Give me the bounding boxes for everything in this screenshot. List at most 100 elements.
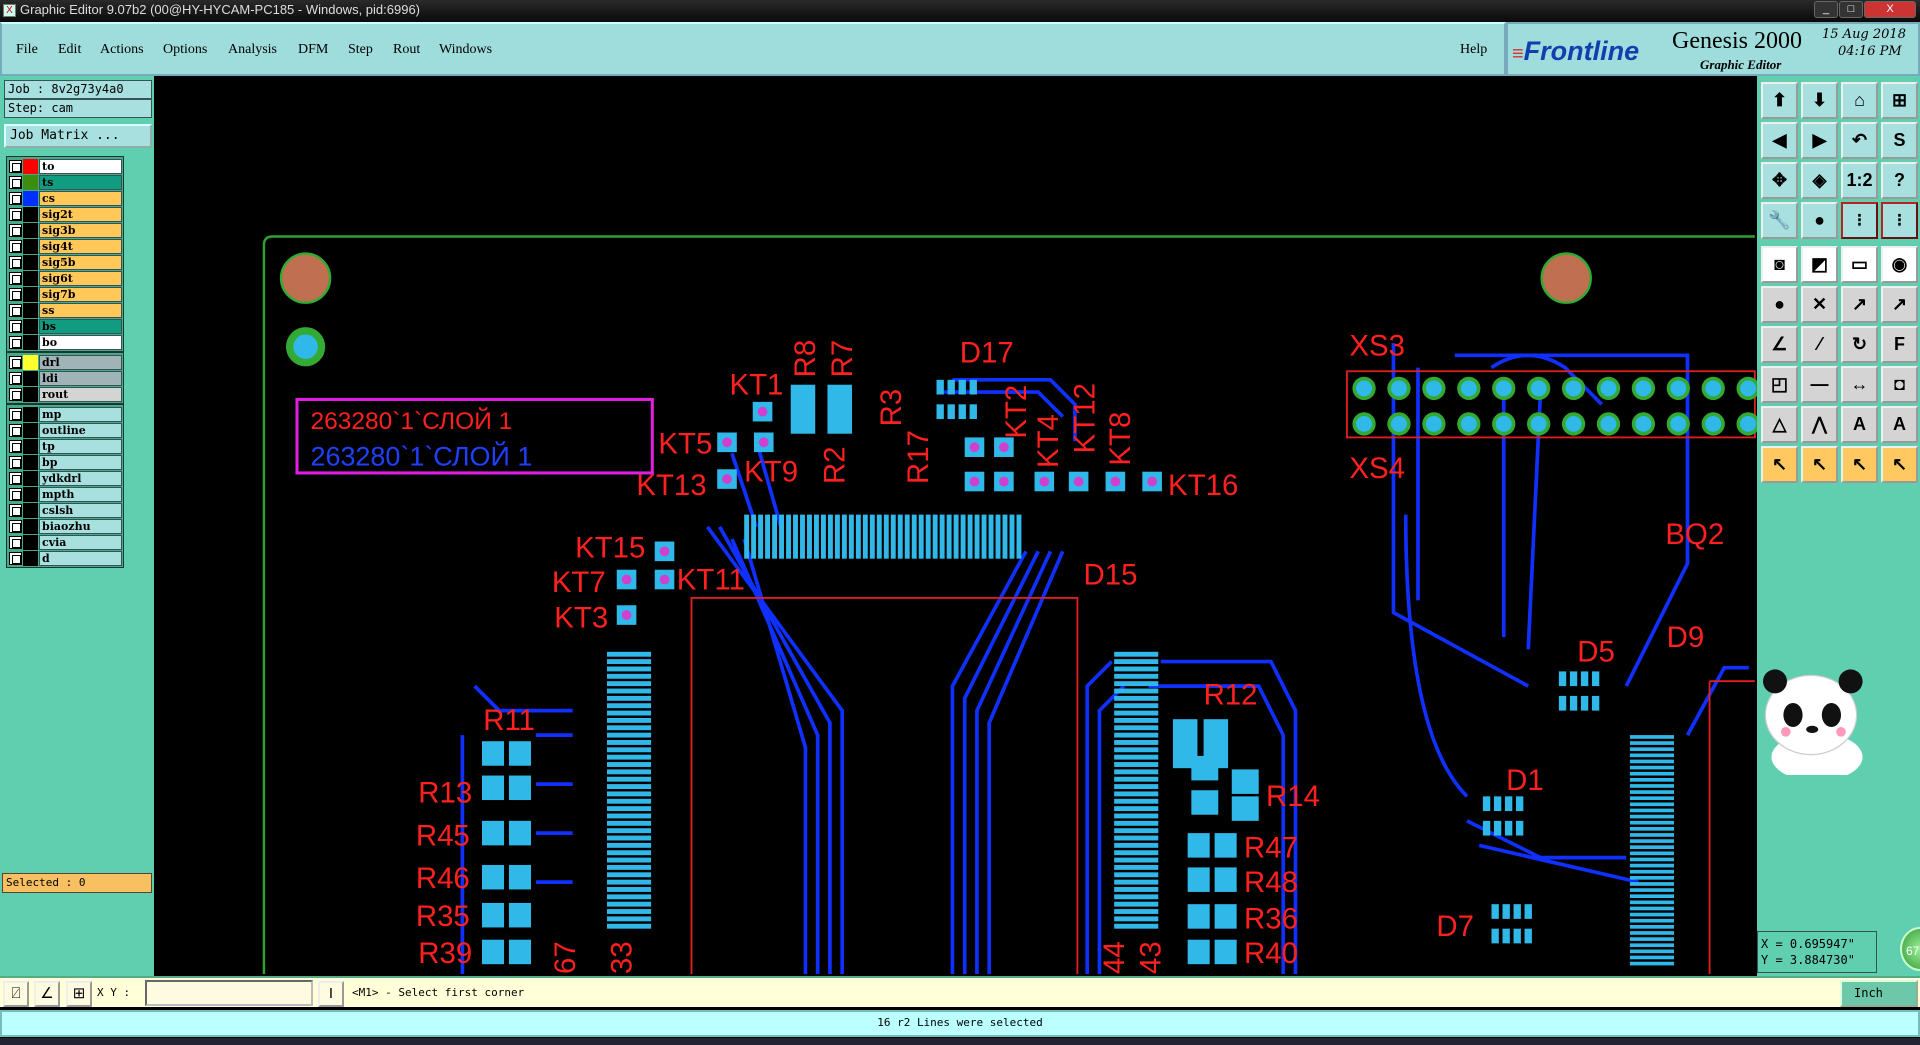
layer-row-bs[interactable]: bs <box>8 318 122 334</box>
units-select[interactable]: Inch <box>1840 980 1918 1007</box>
layer-name[interactable]: sig5b <box>39 254 122 270</box>
layer-row-sig7b[interactable]: sig7b <box>8 286 122 302</box>
tool-button-icon-28[interactable]: ◰ <box>1761 366 1798 403</box>
tool-button-icon-37[interactable]: ↖ <box>1801 446 1838 483</box>
tool-button-icon-26[interactable]: ↻ <box>1841 326 1878 363</box>
menu-edit[interactable]: Edit <box>58 42 82 57</box>
layer-name[interactable]: ydkdrl <box>39 470 122 486</box>
layer-checkbox[interactable] <box>9 551 22 565</box>
layer-row-ss[interactable]: ss <box>8 302 122 318</box>
layer-name[interactable]: ts <box>39 174 122 190</box>
layer-row-to[interactable]: to <box>8 158 122 174</box>
tool-button-icon-8[interactable]: ✥ <box>1761 162 1798 199</box>
layer-checkbox[interactable] <box>9 519 22 533</box>
tool-button-icon-14[interactable]: ⁝ <box>1841 202 1878 239</box>
layer-row-mp[interactable]: mp <box>8 406 122 422</box>
maximize-button[interactable]: □ <box>1839 1 1863 18</box>
layer-name[interactable]: sig4t <box>39 238 122 254</box>
layer-row-bo[interactable]: bo <box>8 334 122 350</box>
grid-icon[interactable]: ⊞ <box>66 981 92 1007</box>
layer-name[interactable]: sig6t <box>39 270 122 286</box>
layer-name[interactable]: bs <box>39 318 122 334</box>
menu-help[interactable]: Help <box>1460 42 1488 57</box>
tool-button-icon-34[interactable]: A <box>1841 406 1878 443</box>
layer-checkbox[interactable] <box>9 439 22 453</box>
layer-checkbox[interactable] <box>9 239 22 253</box>
tool-button-icon-24[interactable]: ∠ <box>1761 326 1798 363</box>
tool-button-icon-33[interactable]: ⋀ <box>1801 406 1838 443</box>
tool-button-icon-39[interactable]: ↖ <box>1881 446 1918 483</box>
layer-name[interactable]: mpth <box>39 486 122 502</box>
layer-row-sig4t[interactable]: sig4t <box>8 238 122 254</box>
layer-checkbox[interactable] <box>9 175 22 189</box>
layer-name[interactable]: rout <box>39 386 122 402</box>
menu-file[interactable]: File <box>16 42 38 57</box>
tool-button-icon-7[interactable]: S <box>1881 122 1918 159</box>
layer-row-sig5b[interactable]: sig5b <box>8 254 122 270</box>
layer-checkbox[interactable] <box>9 255 22 269</box>
minimize-button[interactable]: _ <box>1814 1 1838 18</box>
layer-name[interactable]: bo <box>39 334 122 350</box>
layer-row-sig6t[interactable]: sig6t <box>8 270 122 286</box>
menu-options[interactable]: Options <box>163 42 208 57</box>
menu-actions[interactable]: Actions <box>100 42 144 57</box>
layer-name[interactable]: ss <box>39 302 122 318</box>
layer-row-tp[interactable]: tp <box>8 438 122 454</box>
menu-windows[interactable]: Windows <box>439 42 493 57</box>
layer-checkbox[interactable] <box>9 455 22 469</box>
layer-name[interactable]: sig2t <box>39 206 122 222</box>
layer-checkbox[interactable] <box>9 159 22 173</box>
tool-button-icon-30[interactable]: ↔ <box>1841 366 1878 403</box>
layer-checkbox[interactable] <box>9 471 22 485</box>
layer-checkbox[interactable] <box>9 303 22 317</box>
layer-name[interactable]: biaozhu <box>39 518 122 534</box>
layer-row-biaozhu[interactable]: biaozhu <box>8 518 122 534</box>
close-button[interactable]: X <box>1864 1 1916 18</box>
layer-name[interactable]: drl <box>39 354 122 370</box>
layer-name[interactable]: ldi <box>39 370 122 386</box>
layer-name[interactable]: cvia <box>39 534 122 550</box>
layer-row-bp[interactable]: bp <box>8 454 122 470</box>
layer-checkbox[interactable] <box>9 355 22 369</box>
tool-button-icon-21[interactable]: ✕ <box>1801 286 1838 323</box>
layer-row-ydkdrl[interactable]: ydkdrl <box>8 470 122 486</box>
layer-checkbox[interactable] <box>9 371 22 385</box>
layer-checkbox[interactable] <box>9 535 22 549</box>
tool-button-icon-10[interactable]: 1:2 <box>1841 162 1878 199</box>
tool-button-icon-19[interactable]: ◉ <box>1881 246 1918 283</box>
layer-name[interactable]: cslsh <box>39 502 122 518</box>
layer-row-drl[interactable]: drl <box>8 354 122 370</box>
layer-name[interactable]: mp <box>39 406 122 422</box>
tool-button-icon-3[interactable]: ⊞ <box>1881 82 1918 119</box>
tool-button-icon-35[interactable]: A <box>1881 406 1918 443</box>
layer-row-mpth[interactable]: mpth <box>8 486 122 502</box>
angle-icon[interactable]: ∠ <box>34 981 60 1007</box>
layer-name[interactable]: to <box>39 158 122 174</box>
tool-button-icon-6[interactable]: ↶ <box>1841 122 1878 159</box>
job-matrix-button[interactable]: Job Matrix ... <box>4 124 152 148</box>
layer-checkbox[interactable] <box>9 407 22 421</box>
tool-button-icon-5[interactable]: ▶ <box>1801 122 1838 159</box>
layer-name[interactable]: sig7b <box>39 286 122 302</box>
layer-checkbox[interactable] <box>9 423 22 437</box>
tool-button-icon-32[interactable]: △ <box>1761 406 1798 443</box>
tool-button-icon-38[interactable]: ↖ <box>1841 446 1878 483</box>
layer-checkbox[interactable] <box>9 387 22 401</box>
tool-button-icon-17[interactable]: ◩ <box>1801 246 1838 283</box>
layer-name[interactable]: cs <box>39 190 122 206</box>
layer-checkbox[interactable] <box>9 319 22 333</box>
tool-button-icon-0[interactable]: ⬆ <box>1761 82 1798 119</box>
layer-checkbox[interactable] <box>9 207 22 221</box>
cursor-toggle-icon[interactable]: I <box>318 981 344 1007</box>
tool-button-icon-2[interactable]: ⌂ <box>1841 82 1878 119</box>
layer-row-ldi[interactable]: ldi <box>8 370 122 386</box>
layer-name[interactable]: outline <box>39 422 122 438</box>
tool-button-icon-18[interactable]: ▭ <box>1841 246 1878 283</box>
layer-name[interactable]: d <box>39 550 122 566</box>
layer-row-cslsh[interactable]: cslsh <box>8 502 122 518</box>
tool-button-icon-27[interactable]: F <box>1881 326 1918 363</box>
tool-button-icon-31[interactable]: ◘ <box>1881 366 1918 403</box>
tool-button-icon-20[interactable]: ● <box>1761 286 1798 323</box>
layer-row-cvia[interactable]: cvia <box>8 534 122 550</box>
layer-row-sig3b[interactable]: sig3b <box>8 222 122 238</box>
